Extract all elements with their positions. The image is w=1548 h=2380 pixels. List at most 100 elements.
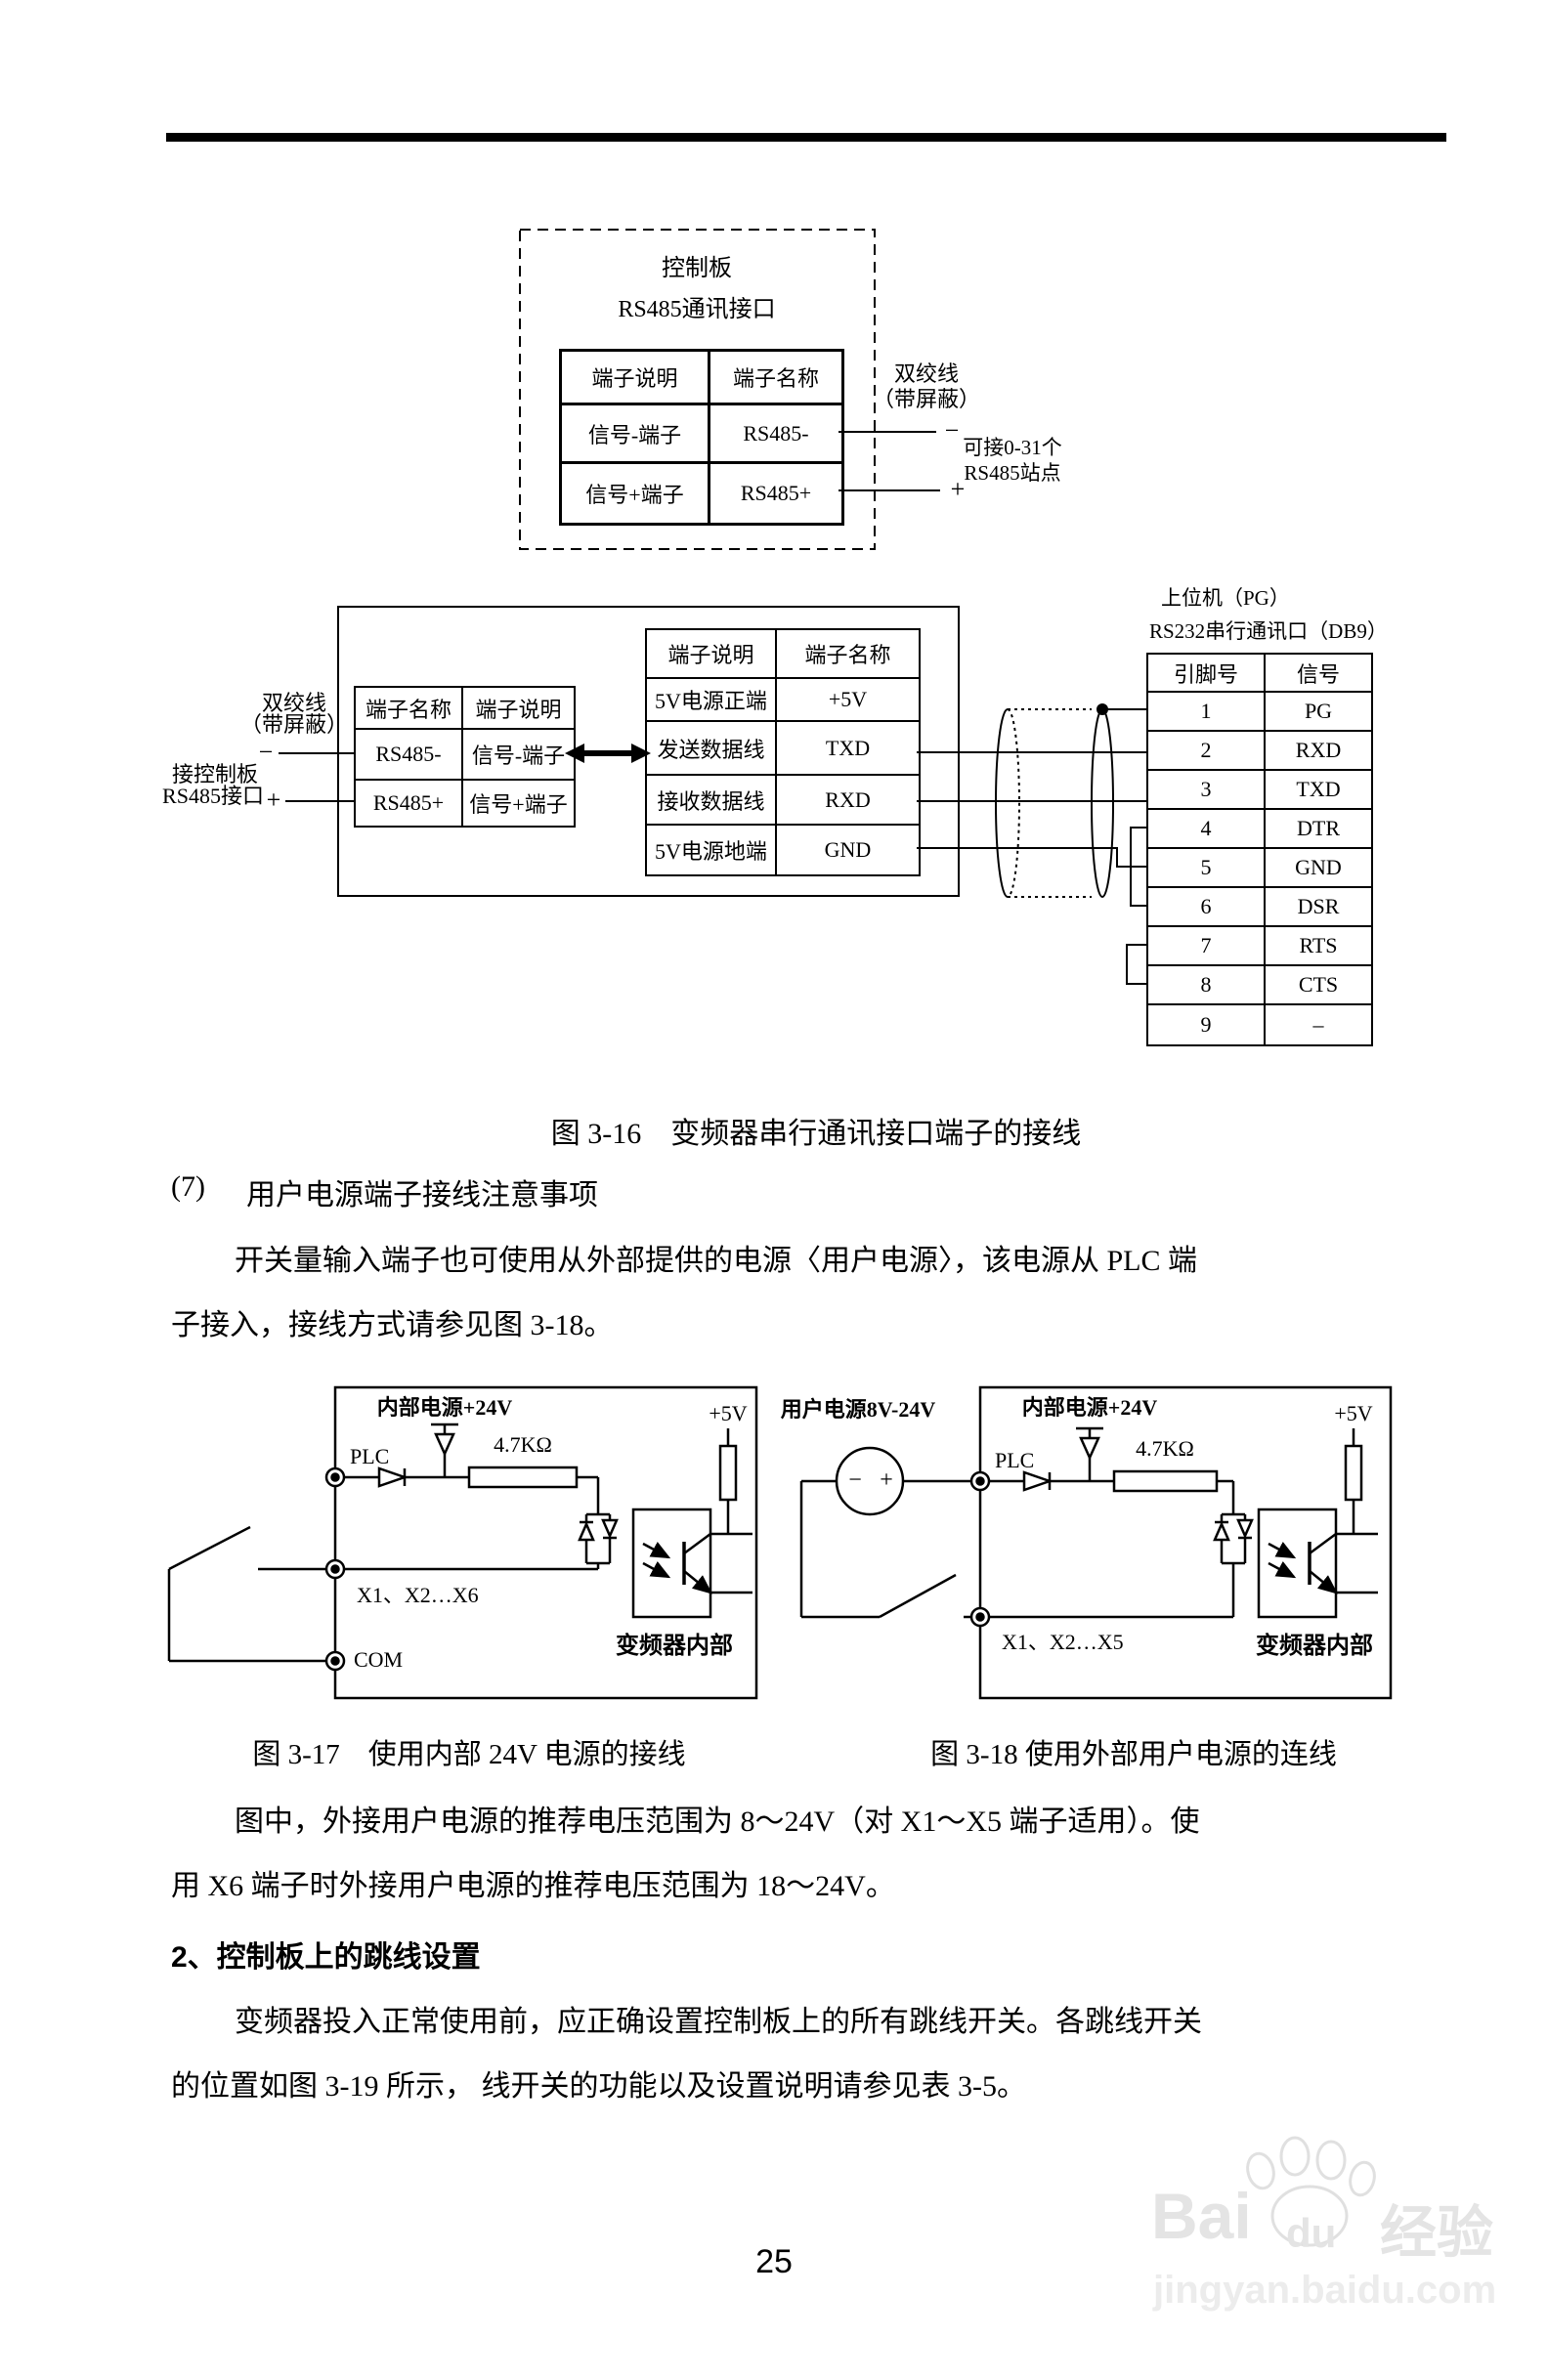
figure-3-17-caption: 图 3-17 使用内部 24V 电源的接线 bbox=[252, 1739, 686, 1770]
plc-terminal-label: PLC bbox=[350, 1444, 390, 1468]
plus-label: + bbox=[266, 786, 281, 814]
td-cell: CTS bbox=[1266, 966, 1371, 1005]
th-cell: 引脚号 bbox=[1148, 655, 1266, 693]
paragraph-line: 的位置如图 3-19 所示， 线开关的功能以及设置说明请参见表 3-5。 bbox=[171, 2070, 1026, 2103]
item-7-number: (7) bbox=[171, 1170, 205, 1203]
th-cell: 信号 bbox=[1266, 655, 1371, 693]
paragraph-line: 开关量输入端子也可使用从外部提供的电源〈用户电源〉，该电源从 PLC 端 bbox=[235, 1245, 1198, 1277]
td-cell: GND bbox=[824, 837, 872, 862]
td-cell: 信号-端子 bbox=[463, 730, 574, 781]
shielded-label: （带屏蔽） bbox=[239, 712, 349, 737]
inverter-internal-label: 变频器内部 bbox=[1256, 1634, 1373, 1659]
user-power-label: 用户电源8V-24V bbox=[780, 1397, 936, 1422]
minus-label: − bbox=[944, 416, 960, 445]
rs485-port-label: RS485接口 bbox=[162, 784, 264, 808]
paragraph-line: 变频器投入正常使用前，应正确设置控制板上的所有跳线开关。各跳线开关 bbox=[235, 2006, 1202, 2038]
page-number: 25 bbox=[755, 2243, 793, 2280]
td-cell: PG bbox=[1266, 693, 1371, 732]
plus5v-label: +5V bbox=[1334, 1401, 1373, 1425]
resistor-label: 4.7KΩ bbox=[494, 1432, 552, 1457]
th-cell: 端子说明 bbox=[562, 352, 710, 405]
station-note-line1: 可接0-31个 bbox=[963, 436, 1062, 459]
watermark-brand-du: du bbox=[1286, 2210, 1337, 2256]
baidu-paw-icon bbox=[1246, 2136, 1376, 2247]
fig318-lines bbox=[799, 1385, 1393, 1700]
station-note-line2: RS485站点 bbox=[964, 461, 1061, 485]
td-cell: 信号+端子 bbox=[469, 792, 568, 817]
td-cell: 信号-端子 bbox=[562, 405, 710, 464]
shielded-label: （带屏蔽） bbox=[872, 387, 981, 411]
td-cell: 7 bbox=[1148, 927, 1266, 966]
watermark-url: jingyan.baidu.com bbox=[1153, 2269, 1497, 2312]
th-cell: 端子名称 bbox=[777, 630, 919, 679]
td-cell: 5V电源正端 bbox=[647, 679, 777, 722]
td-cell: 9 bbox=[1148, 1005, 1266, 1044]
internal-power-label: 内部电源+24V bbox=[1021, 1395, 1158, 1420]
fig316-top-lines bbox=[519, 229, 940, 550]
header-rule bbox=[166, 133, 1446, 142]
terminal-table-rs485: 端子名称 端子说明 RS485- 信号-端子 RS485+ 信号+端子 bbox=[354, 686, 576, 828]
rs485-port-title: RS485通讯接口 bbox=[618, 297, 776, 322]
resistor-label: 4.7KΩ bbox=[1136, 1436, 1194, 1461]
th-cell: 端子说明 bbox=[463, 688, 574, 730]
paragraph-line: 图中，外接用户电源的推荐电压范围为 8～24V（对 X1～X5 端子适用）。使 bbox=[235, 1806, 1200, 1838]
td-cell: RXD bbox=[777, 776, 919, 826]
td-cell: RS485- bbox=[356, 730, 463, 781]
td-cell: 接收数据线 bbox=[647, 776, 777, 826]
td-cell: TXD bbox=[1266, 771, 1371, 810]
com-terminal-label: COM bbox=[354, 1647, 404, 1672]
terminal-table-rs232: 端子说明 端子名称 5V电源正端 +5V 发送数据线 TXD 接收数据线 RXD… bbox=[645, 628, 921, 876]
td-cell: 8 bbox=[1148, 966, 1266, 1005]
item-7-title: 用户电源端子接线注意事项 bbox=[245, 1179, 598, 1211]
fig316-mid-lines bbox=[279, 606, 1146, 985]
plus-label: + bbox=[950, 475, 966, 503]
section-2-heading: 2、控制板上的跳线设置 bbox=[171, 1941, 481, 1974]
td-cell: RS485+ bbox=[740, 481, 812, 505]
th-cell: 端子说明 bbox=[647, 630, 777, 679]
control-board-title: 控制板 bbox=[662, 256, 732, 281]
terminal-table-control-board: 端子说明 端子名称 信号-端子 RS485- 信号+端子 RS485+ bbox=[559, 349, 844, 526]
paragraph-line: 子接入，接线方式请参见图 3-18。 bbox=[171, 1309, 614, 1341]
twisted-pair-label: 双绞线 bbox=[893, 361, 960, 386]
td-cell: GND bbox=[1266, 849, 1371, 888]
fig317-lines bbox=[167, 1385, 758, 1700]
minus-label: − bbox=[848, 1467, 862, 1493]
td-cell: RS485+ bbox=[356, 781, 463, 826]
td-cell: 6 bbox=[1148, 888, 1266, 927]
td-cell: 5V电源地端 bbox=[647, 826, 777, 874]
td-cell: 发送数据线 bbox=[647, 722, 777, 776]
td-cell: RXD bbox=[1266, 732, 1371, 771]
watermark-brand-bai: Bai bbox=[1151, 2180, 1252, 2252]
figure-3-16-caption: 图 3-16 变频器串行通讯接口端子的接线 bbox=[550, 1118, 1082, 1150]
plc-terminal-label: PLC bbox=[995, 1448, 1035, 1472]
td-cell: TXD bbox=[777, 722, 919, 776]
td-cell: 信号+端子 bbox=[562, 464, 710, 523]
twisted-pair-label: 双绞线 bbox=[261, 691, 327, 715]
minus-label: − bbox=[258, 738, 274, 766]
x-terminals-label: X1、X2…X6 bbox=[357, 1583, 479, 1607]
host-pc-title: 上位机（PG） bbox=[1161, 586, 1290, 610]
td-cell: DSR bbox=[1266, 888, 1371, 927]
inverter-internal-label: 变频器内部 bbox=[616, 1634, 733, 1659]
item-7-line: (7) 用户电源端子接线注意事项 bbox=[171, 1170, 598, 1213]
to-control-board-label: 接控制板 bbox=[171, 762, 259, 786]
rs232-db9-title: RS232串行通讯口（DB9） bbox=[1149, 619, 1388, 643]
plus-label: + bbox=[880, 1467, 893, 1493]
internal-power-label: 内部电源+24V bbox=[376, 1395, 513, 1420]
td-cell: RTS bbox=[1266, 927, 1371, 966]
td-cell: 5 bbox=[1148, 849, 1266, 888]
td-cell: +5V bbox=[777, 679, 919, 722]
td-cell: RS485- bbox=[710, 405, 841, 464]
paragraph-line: 用 X6 端子时外接用户电源的推荐电压范围为 18～24V。 bbox=[171, 1870, 895, 1902]
th-cell: 端子名称 bbox=[356, 688, 463, 730]
td-cell: 1 bbox=[1148, 693, 1266, 732]
td-cell: – bbox=[1312, 1012, 1324, 1037]
td-cell: 2 bbox=[1148, 732, 1266, 771]
td-cell: DTR bbox=[1266, 810, 1371, 849]
figure-3-18-caption: 图 3-18 使用外部用户电源的连线 bbox=[930, 1739, 1337, 1770]
th-cell: 端子名称 bbox=[710, 352, 841, 405]
watermark-brand-jingyan: 经验 bbox=[1380, 2201, 1494, 2265]
td-cell: 3 bbox=[1148, 771, 1266, 810]
